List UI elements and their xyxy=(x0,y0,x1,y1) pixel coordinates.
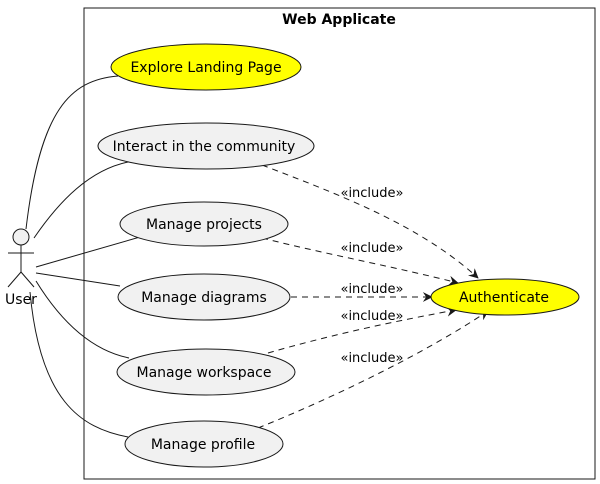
associations xyxy=(25,75,141,438)
actor-leg-right xyxy=(20,271,35,288)
include-workspace-arrow xyxy=(267,306,457,354)
usecase-shape xyxy=(97,122,315,170)
include-label-diagrams: «include» xyxy=(340,282,403,297)
usecase-label: Explore Landing Page xyxy=(130,60,281,76)
usecase-manage-workspace[interactable]: Manage workspace xyxy=(116,348,296,396)
usecase-label: Manage profile xyxy=(151,437,255,453)
include-label-profile: «include» xyxy=(340,351,403,366)
usecase-label: Manage workspace xyxy=(136,365,271,381)
include-label-community: «include» xyxy=(340,186,403,201)
actor-leg-left xyxy=(7,271,22,288)
assoc-explore xyxy=(25,75,119,230)
usecase-manage-diagrams[interactable]: Manage diagrams xyxy=(117,273,291,321)
assoc-projects xyxy=(35,236,141,268)
actor-user[interactable]: User xyxy=(5,228,37,308)
usecase-authenticate[interactable]: Authenticate xyxy=(430,278,580,316)
usecase-shape xyxy=(110,43,302,91)
usecase-manage-profile[interactable]: Manage profile xyxy=(124,420,284,468)
usecase-interact-community[interactable]: Interact in the community xyxy=(97,122,315,170)
include-projects-arrow xyxy=(261,237,459,286)
usecase-label: Interact in the community xyxy=(113,139,296,155)
assoc-diagrams xyxy=(35,272,121,287)
assoc-profile xyxy=(29,291,129,438)
assoc-community xyxy=(33,161,129,239)
include-community-arrow xyxy=(261,164,479,279)
system-boundary xyxy=(83,7,596,480)
actor-head xyxy=(12,228,30,246)
usecase-label: Manage diagrams xyxy=(141,290,267,306)
usecase-label: Authenticate xyxy=(459,290,549,306)
include-label-workspace: «include» xyxy=(340,309,403,324)
actor-label: User xyxy=(5,292,37,308)
usecase-manage-projects[interactable]: Manage projects xyxy=(119,201,289,247)
usecase-shape xyxy=(430,278,580,316)
usecase-shape xyxy=(124,420,284,468)
system-title: Web Applicate xyxy=(282,12,396,28)
usecase-label: Manage projects xyxy=(146,217,262,233)
usecase-shape xyxy=(119,201,289,247)
usecase-shape xyxy=(117,273,291,321)
include-arrows xyxy=(257,164,489,429)
include-label-projects: «include» xyxy=(340,241,403,256)
usecase-shape xyxy=(116,348,296,396)
assoc-workspace xyxy=(35,280,130,359)
include-profile-arrow xyxy=(257,310,489,429)
usecase-explore-landing-page[interactable]: Explore Landing Page xyxy=(110,43,302,91)
